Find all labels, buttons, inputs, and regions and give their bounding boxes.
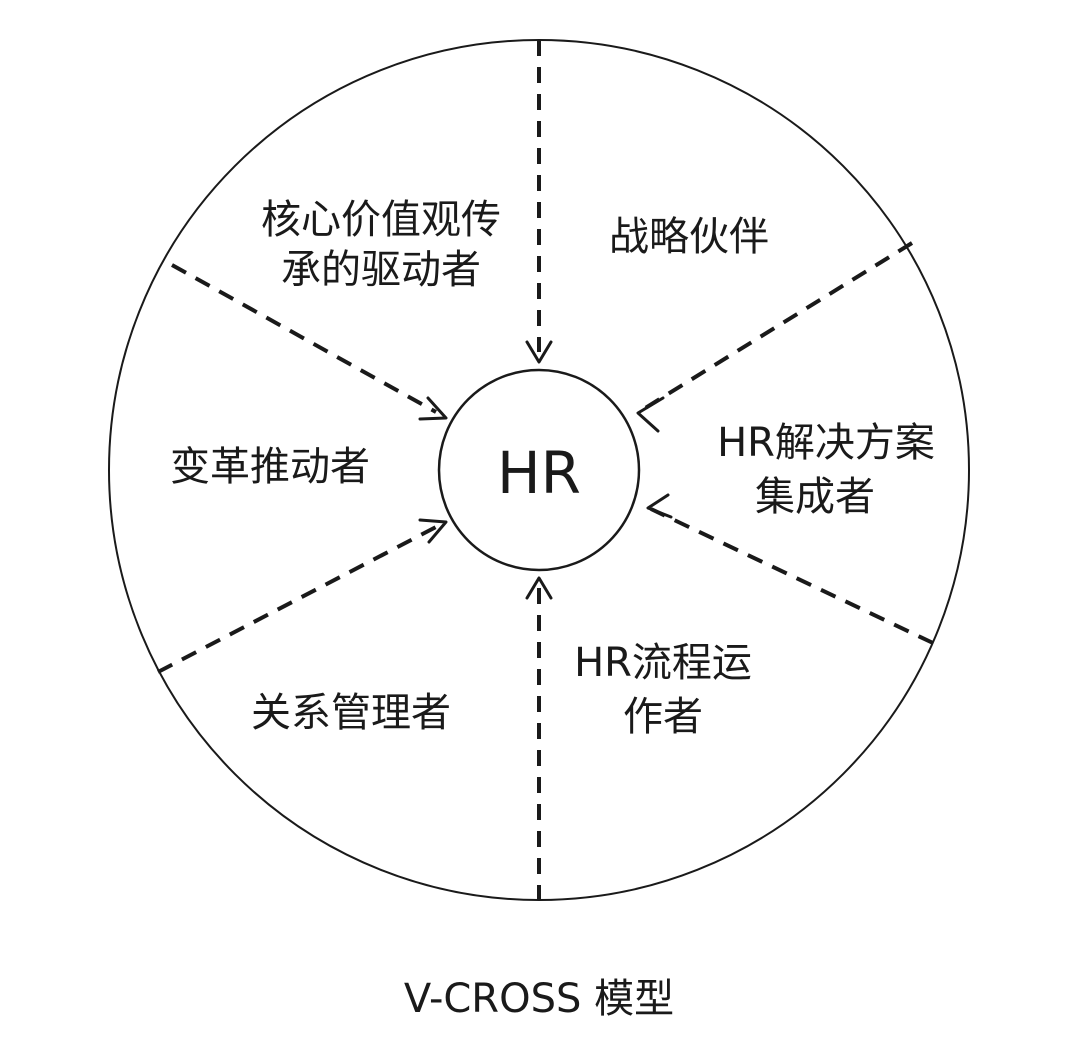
role-hr-process-operator: HR流程运 作者 xyxy=(574,640,752,740)
diagram-caption: V-CROSS 模型 xyxy=(404,976,674,1022)
role-label-line: 变革推动者 xyxy=(170,444,370,490)
arrowhead-lower-right xyxy=(646,493,673,519)
role-label-line: 集成者 xyxy=(755,474,875,520)
arrowhead-bottom xyxy=(525,576,553,600)
role-label-line: 核心价值观传 xyxy=(261,197,501,243)
arrowhead-top xyxy=(525,340,553,364)
role-label-line: 战略伙伴 xyxy=(609,214,769,260)
role-label-line: HR流程运 xyxy=(574,640,752,686)
role-label-line: 关系管理者 xyxy=(251,690,451,736)
role-label-line: HR解决方案 xyxy=(717,420,935,466)
divider-upper-left xyxy=(171,263,437,414)
role-label-line: 承的驱动者 xyxy=(281,247,481,293)
arrowhead-lower-left xyxy=(418,518,448,544)
role-change-agent: 变革推动者 xyxy=(170,444,370,490)
role-core-values-driver: 核心价值观传 承的驱动者 xyxy=(261,197,501,293)
role-label-line: 作者 xyxy=(623,694,703,740)
divider-upper-right xyxy=(640,241,914,412)
arrowhead-upper-left xyxy=(418,396,448,421)
divider-lower-right xyxy=(650,507,934,645)
role-hr-solution-integrator: HR解决方案 集成者 xyxy=(717,420,935,520)
arrowhead-upper-right xyxy=(636,396,665,433)
role-strategic-partner: 战略伙伴 xyxy=(609,214,769,260)
divider-lower-left xyxy=(157,525,437,674)
hr-center-label: HR xyxy=(497,439,581,507)
hr-center-circle xyxy=(437,368,641,572)
role-relationship-manager: 关系管理者 xyxy=(251,690,451,736)
